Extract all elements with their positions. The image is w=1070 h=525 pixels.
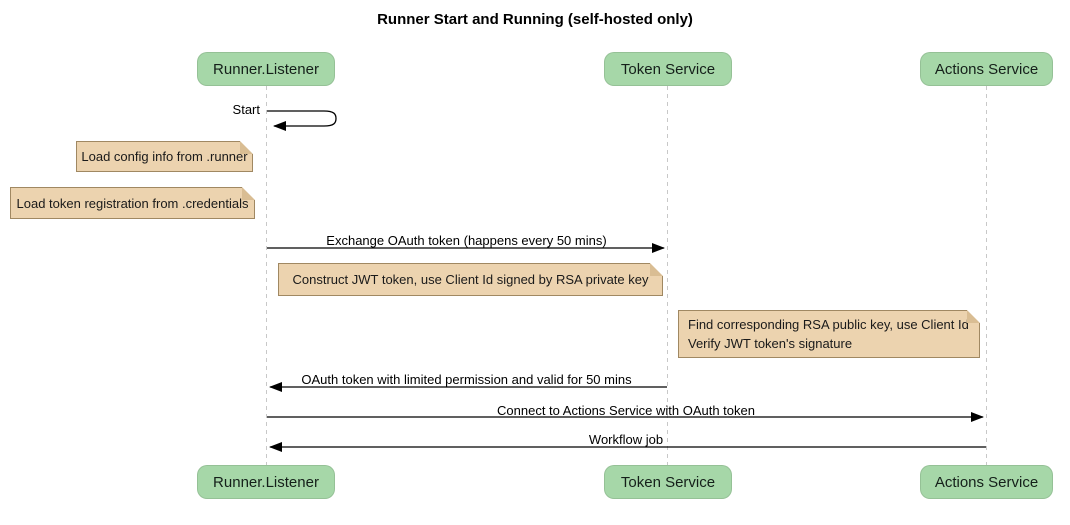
note-text-line2: Verify JWT token's signature — [688, 336, 853, 351]
note-construct-jwt: Construct JWT token, use Client Id signe… — [278, 263, 663, 296]
arrow-start-self-message — [267, 110, 337, 131]
participant-label: Runner.Listener — [213, 60, 319, 78]
participant-token-service-bottom: Token Service — [604, 465, 732, 499]
message-label-exchange-oauth: Exchange OAuth token (happens every 50 m… — [326, 233, 607, 248]
participant-token-service-top: Token Service — [604, 52, 732, 86]
note-text-line1: Find corresponding RSA public key, use C… — [688, 317, 969, 332]
participant-actions-service-bottom: Actions Service — [920, 465, 1053, 499]
participant-label: Runner.Listener — [213, 473, 319, 491]
note-find-rsa-verify-jwt: Find corresponding RSA public key, use C… — [678, 310, 980, 358]
participant-label: Actions Service — [934, 473, 1039, 491]
participant-runner-listener-bottom: Runner.Listener — [197, 465, 335, 499]
message-label-connect-actions: Connect to Actions Service with OAuth to… — [497, 403, 755, 418]
message-label-start: Start — [232, 102, 260, 117]
message-label-oauth-return: OAuth token with limited permission and … — [301, 372, 632, 387]
note-load-config: Load config info from .runner — [76, 141, 253, 172]
participant-actions-service-top: Actions Service — [920, 52, 1053, 86]
note-load-token-registration: Load token registration from .credential… — [10, 187, 255, 219]
message-label-workflow-job: Workflow job — [588, 432, 664, 447]
diagram-title: Runner Start and Running (self-hosted on… — [377, 11, 693, 28]
note-text: Load token registration from .credential… — [16, 195, 249, 211]
participant-runner-listener-top: Runner.Listener — [197, 52, 335, 86]
participant-label: Actions Service — [934, 60, 1039, 78]
participant-label: Token Service — [620, 60, 716, 78]
participant-label: Token Service — [620, 473, 716, 491]
note-text: Construct JWT token, use Client Id signe… — [292, 272, 649, 287]
note-text: Load config info from .runner — [81, 149, 248, 164]
